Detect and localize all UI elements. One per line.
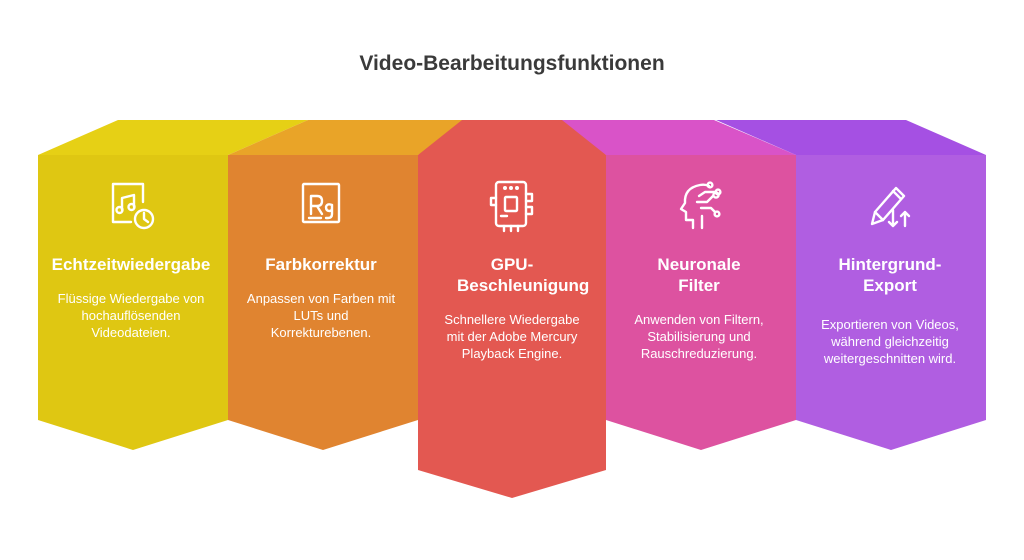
- pencil-sort-icon: [860, 176, 920, 236]
- column-shape-3: [418, 120, 606, 498]
- column-shape-2: [228, 155, 418, 450]
- column-title: Echtzeitwiedergabe: [51, 255, 211, 274]
- top-face-5: [716, 120, 986, 155]
- text-style-icon: [291, 176, 351, 236]
- column-description: Flüssige Wiedergabe von hochauflösenden …: [57, 291, 205, 340]
- column-title: Farbkorrektur: [265, 255, 377, 274]
- column-shape-4: [606, 155, 796, 450]
- column-description: Anwenden von Filtern, Stabilisierung und…: [634, 312, 764, 361]
- diagram-title: Video-Bearbeitungsfunktionen: [359, 52, 665, 75]
- column-description: Exportieren von Videos, während gleichze…: [821, 317, 959, 366]
- brain-head-icon: [669, 176, 729, 236]
- column-shape-5: [796, 155, 986, 450]
- column-farbkorrektur: Farbkorrektur Anpassen von Farben mit LU…: [228, 0, 414, 560]
- column-hintergrund-export: Hintergrund-Export Exportieren von Video…: [797, 0, 983, 560]
- column-echtzeitwiedergabe: Echtzeitwiedergabe Flüssige Wiedergabe v…: [38, 0, 224, 560]
- column-shape-1: [38, 155, 228, 450]
- column-title: GPU-Beschleunigung: [457, 255, 590, 295]
- column-description: Anpassen von Farben mit LUTs und Korrekt…: [246, 291, 396, 340]
- column-gpu-beschleunigung: GPU-Beschleunigung Schnellere Wiedergabe…: [419, 0, 605, 560]
- column-title: Hintergrund-Export: [838, 255, 942, 295]
- column-neuronale-filter: Neuronale Filter Anwenden von Filtern, S…: [606, 0, 792, 560]
- chip-icon: [482, 176, 542, 236]
- music-file-clock-icon: [101, 176, 161, 236]
- column-title: Neuronale Filter: [657, 255, 741, 295]
- column-description: Schnellere Wiedergabe mit der Adobe Merc…: [444, 312, 580, 361]
- top-face-1: [38, 120, 308, 155]
